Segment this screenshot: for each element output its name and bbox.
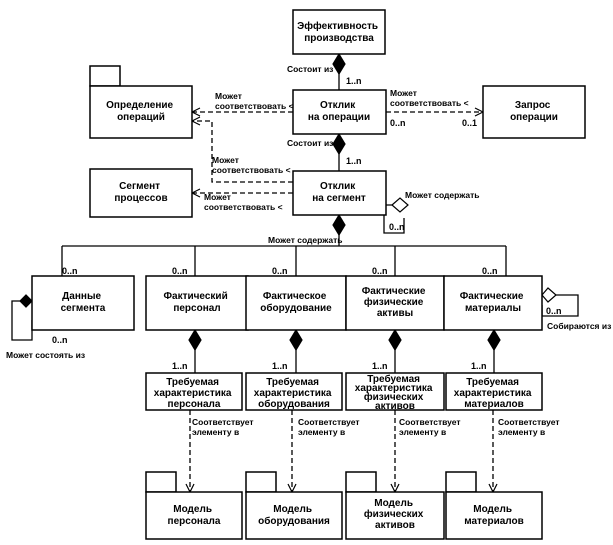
label-corresponds-personnel: Соответствует элементу в [192, 417, 256, 437]
mult-req-personnel: 1..n [172, 361, 188, 371]
label-consists-of-2: Состоит из [287, 138, 333, 148]
label-assembled-from: Собираются из [547, 321, 611, 331]
mult-eff-op: 1..n [346, 76, 362, 86]
box-req-assets [345, 372, 445, 411]
mult-seg-self: 0..n [389, 222, 405, 232]
mult-segdata-self: 0..n [52, 335, 68, 345]
text-req-materials: Требуемая характеристика материалов [454, 376, 534, 410]
label-may-correspond-1: Может соответствовать < [215, 91, 294, 111]
box-actual-materials [443, 275, 543, 331]
label-consists-of-1: Состоит из [287, 64, 333, 74]
mult-materials-self: 0..n [546, 306, 562, 316]
text-req-assets: Требуемая характеристика физических акти… [355, 373, 435, 412]
box-model-assets-tab [345, 471, 377, 493]
mult-req-equipment: 1..n [272, 361, 288, 371]
box-model-personnel [145, 491, 243, 540]
box-model-assets [345, 491, 445, 540]
text-actual-materials: Фактические материалы [460, 291, 526, 314]
box-segment-data [31, 275, 135, 331]
label-may-contain-self: Может содержать [405, 190, 479, 200]
mult-personnel: 0..n [172, 266, 188, 276]
mult-req-right: 0..1 [462, 118, 477, 128]
diamond-segment-response-self [391, 197, 409, 213]
box-actual-equipment [245, 275, 347, 331]
mult-assets: 0..n [372, 266, 388, 276]
text-actual-personnel: Фактический персонал [163, 291, 230, 314]
diamond-efficiency [332, 52, 346, 76]
label-may-contain: Может содержать [268, 235, 342, 245]
text-segment-response: Отклик на сегмент [312, 181, 366, 204]
box-op-response [292, 89, 387, 135]
box-actual-personnel [145, 275, 249, 331]
label-may-correspond-4: Может соответствовать < [204, 192, 283, 212]
text-model-personnel: Модель персонала [168, 504, 221, 527]
box-op-definition [89, 85, 193, 139]
box-model-equipment-tab [245, 471, 277, 493]
text-actual-assets: Фактические физические активы [362, 286, 428, 319]
box-req-materials [445, 372, 543, 411]
edge-segment-data-self-loop [11, 300, 33, 341]
mult-req-assets: 1..n [372, 361, 388, 371]
label-may-consist-of: Может состоять из [6, 350, 85, 360]
diamond-materials-self [541, 287, 557, 303]
label-corresponds-materials: Соответствует элементу в [498, 417, 562, 437]
box-segment-response [292, 170, 387, 216]
box-model-materials-tab [445, 471, 477, 493]
edge-segment-response-self-loop [383, 204, 405, 234]
box-efficiency [292, 9, 386, 55]
box-actual-assets [345, 275, 445, 331]
diamond-segment-response [332, 213, 346, 237]
box-op-request [482, 85, 586, 139]
box-process-segment [89, 168, 193, 218]
text-model-equipment: Модель оборудования [258, 504, 330, 527]
diamond-op-response [332, 132, 346, 156]
dep-segment-response-op-definition [192, 121, 293, 183]
box-model-personnel-tab [145, 471, 177, 493]
diamond-personnel [188, 328, 202, 352]
text-process-segment: Сегмент процессов [114, 181, 167, 204]
box-model-materials [445, 491, 543, 540]
text-req-equipment: Требуемая характеристика оборудования [254, 376, 334, 410]
box-req-personnel [145, 372, 243, 411]
mult-equipment: 0..n [272, 266, 288, 276]
box-req-equipment [245, 372, 343, 411]
label-may-correspond-3: Может соответствовать < [212, 155, 291, 175]
text-op-request: Запрос операции [510, 100, 558, 123]
diamond-assets [388, 328, 402, 352]
text-efficiency: Эффективность производства [297, 20, 381, 44]
box-model-equipment [245, 491, 343, 540]
text-actual-equipment: Фактическое оборудование [260, 291, 332, 314]
diamond-equipment [289, 328, 303, 352]
mult-materials: 0..n [482, 266, 498, 276]
box-op-definition-tab [89, 65, 121, 87]
text-model-materials: Модель материалов [464, 504, 524, 527]
text-op-definition: Определение операций [106, 100, 176, 123]
label-corresponds-assets: Соответствует элементу в [399, 417, 463, 437]
text-model-assets: Модель физических активов [364, 498, 426, 531]
mult-req-left: 0..n [390, 118, 406, 128]
label-may-correspond-2: Может соответствовать < [390, 88, 469, 108]
mult-segdata: 0..n [62, 266, 78, 276]
mult-op-seg: 1..n [346, 156, 362, 166]
text-op-response: Отклик на операции [308, 100, 370, 123]
diamond-segment-data-self [19, 294, 33, 308]
diamond-materials [487, 328, 501, 352]
mult-req-materials: 1..n [471, 361, 487, 371]
label-corresponds-equipment: Соответствует элементу в [298, 417, 362, 437]
text-req-personnel: Требуемая характеристика персонала [154, 376, 234, 410]
text-segment-data: Данные сегмента [61, 291, 106, 314]
